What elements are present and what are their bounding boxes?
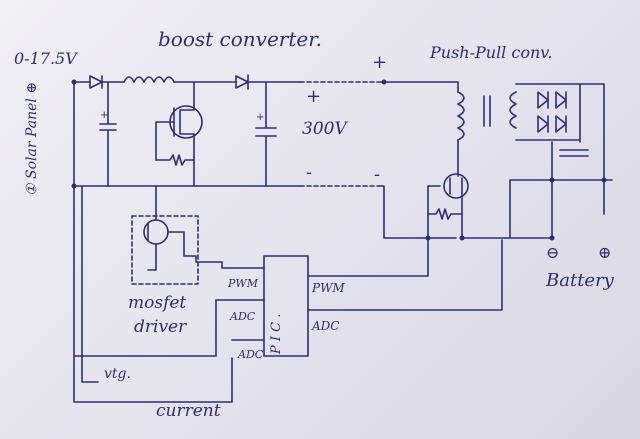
bottom-rail-right [379, 185, 457, 239]
adc-right-label: ADC [311, 319, 339, 333]
wire-to-transformer [383, 81, 459, 93]
boost-inductor [123, 76, 175, 83]
minus-bottom-label: - [374, 164, 380, 185]
output-capacitor-2 [559, 149, 589, 157]
boost-converter-circuit: + + [71, 74, 459, 239]
rectifier-diode-4 [555, 115, 567, 133]
plus-cap-label: + [306, 86, 321, 107]
input-capacitor [99, 81, 117, 187]
node-pp-2 [425, 235, 431, 241]
pushpull-gate-resistor [427, 208, 463, 220]
pushpull-mosfet [427, 177, 463, 239]
gate-resistor [155, 154, 195, 166]
battery-neg-label: ⊖ [546, 243, 559, 262]
adc-right-wire [307, 239, 503, 311]
node-out-2 [601, 177, 607, 183]
node-top [381, 79, 387, 85]
rectifier-diode-1 [537, 91, 549, 109]
pwm-right-wire [307, 239, 429, 277]
pic-label: P I C . [269, 314, 284, 355]
node-out-3 [549, 235, 555, 241]
output-bus [461, 179, 613, 239]
driver-dashed-box [131, 215, 199, 285]
solar-panel-label: ① Solar Panel ⊕ [24, 82, 40, 196]
driver-to-pic-wire [167, 231, 265, 269]
minus-cap-label: - [306, 162, 312, 183]
transformer-core [483, 95, 491, 127]
driver-wiring [147, 185, 157, 271]
title-label: boost converter. [158, 27, 322, 51]
push-pull-label: Push-Pull conv. [429, 43, 553, 62]
pic-box [263, 255, 309, 357]
adc-2-label: ADC [237, 348, 264, 361]
transformer-secondary [509, 91, 517, 129]
boost-mosfet [179, 81, 195, 187]
mosfet-driver [131, 185, 265, 285]
input-range-label: 0-17.5V [14, 49, 78, 68]
rectifier-diode-3 [555, 91, 567, 109]
plus-top-label: + [372, 52, 387, 73]
boost-mosfet-body [169, 105, 203, 139]
pwm-right-label: PWM [311, 281, 345, 295]
mosfet-driver-label-line1: mosfet [128, 293, 186, 313]
rectifier-diode-2 [537, 115, 549, 133]
pushpull-mosfet-body [443, 173, 469, 199]
current-sense-wire [73, 355, 233, 403]
boost-mosfet-gate [155, 107, 175, 161]
boost-diode [235, 74, 249, 90]
input-cap-plus-icon: + [100, 110, 108, 121]
adc-1-label: ADC [229, 310, 256, 323]
voltage-300-label: 300V [302, 119, 348, 139]
battery-label: Battery [545, 270, 615, 291]
output-capacitor [255, 81, 277, 187]
transformer-primary [457, 91, 465, 141]
current-label: current [156, 401, 221, 421]
output-wires [551, 83, 605, 239]
output-cap-plus-icon: + [256, 112, 264, 123]
vtg-label: vtg. [104, 366, 131, 382]
battery-pos-label: ⊕ [598, 243, 611, 262]
pwm-left-label: PWM [227, 277, 259, 290]
node-out-1 [549, 177, 555, 183]
input-diode [89, 75, 103, 89]
voltage-sense-wire [73, 81, 217, 357]
vtg-wire [81, 185, 99, 383]
push-pull-converter [425, 83, 613, 241]
mosfet-driver-label-line2: driver [134, 317, 187, 337]
